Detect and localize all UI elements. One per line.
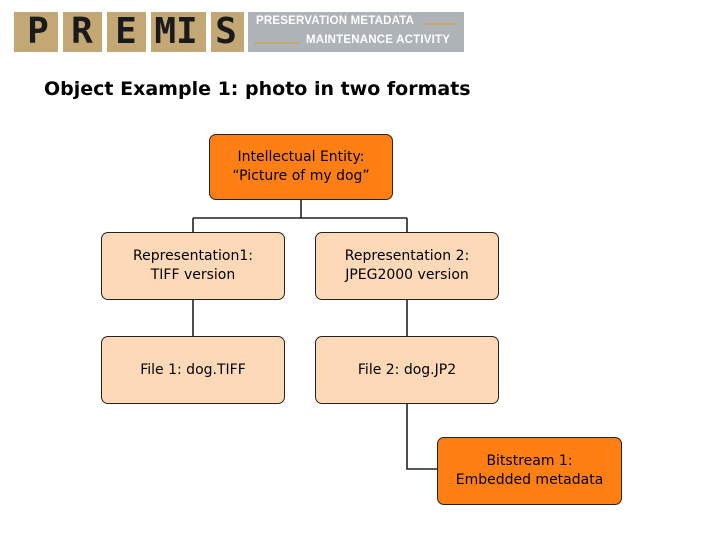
logo-letter: MI bbox=[154, 11, 198, 52]
file-1-label: File 1: dog.TIFF bbox=[140, 361, 246, 378]
logo-tagline-line1: PRESERVATION METADATA bbox=[256, 15, 415, 27]
logo-tagline-line2: MAINTENANCE ACTIVITY bbox=[306, 34, 451, 46]
logo-letter: S bbox=[215, 11, 237, 52]
connector-file2-bitstream bbox=[406, 404, 437, 470]
logo-letter: R bbox=[71, 11, 93, 52]
intellectual-entity-box: Intellectual Entity: “Picture of my dog” bbox=[209, 134, 393, 200]
representation-2-box: Representation 2: JPEG2000 version bbox=[315, 232, 499, 300]
premis-logo: P R E MI S PRESERVATION METADATA MAINTEN… bbox=[14, 12, 464, 52]
representation-2-label: Representation 2: JPEG2000 version bbox=[344, 248, 470, 283]
representation-1-label: Representation1: TIFF version bbox=[133, 248, 253, 283]
intellectual-entity-label: Intellectual Entity: “Picture of my dog” bbox=[232, 149, 370, 184]
representation-1-box: Representation1: TIFF version bbox=[101, 232, 285, 300]
bitstream-1-box: Bitstream 1: Embedded metadata bbox=[437, 437, 622, 505]
logo-tagline-panel: PRESERVATION METADATA MAINTENANCE ACTIVI… bbox=[248, 12, 464, 52]
page-title: Object Example 1: photo in two formats bbox=[44, 78, 471, 100]
logo-letter: P bbox=[27, 11, 49, 52]
file-2-label: File 2: dog.JP2 bbox=[357, 361, 457, 378]
logo-letter: E bbox=[115, 11, 137, 52]
logo-wordmark-panel: P R E MI S bbox=[14, 12, 244, 52]
file-2-box: File 2: dog.JP2 bbox=[315, 336, 499, 404]
file-1-box: File 1: dog.TIFF bbox=[101, 336, 285, 404]
bitstream-1-label: Bitstream 1: Embedded metadata bbox=[455, 453, 604, 488]
